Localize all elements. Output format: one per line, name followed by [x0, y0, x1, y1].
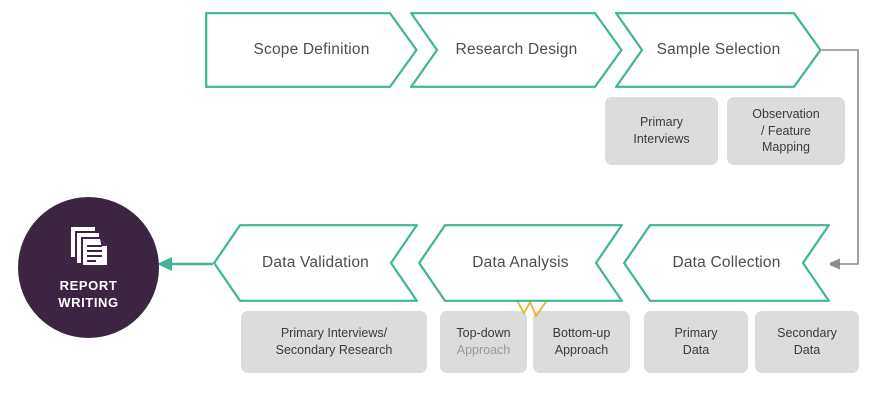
chevron-shape-left [623, 224, 830, 302]
attribute-line: Secondary [777, 326, 837, 341]
process-step-label: Sample Selection [656, 41, 781, 58]
attribute-line-dim: Approach [456, 343, 511, 357]
output-node-label-line2: WRITING [58, 295, 119, 310]
chevron-shape-right [410, 12, 623, 88]
attribute-line: Primary [674, 326, 718, 341]
stacked-documents-icon [70, 226, 107, 265]
attribute-line: Mapping [762, 140, 810, 155]
process-step-sample-selection[interactable]: Sample Selection [615, 12, 822, 88]
attribute-line: Bottom-up [552, 326, 611, 341]
attribute-box-bottom-up-approach[interactable]: Bottom-up Approach [533, 311, 630, 373]
process-step-label: Data Analysis [472, 254, 569, 271]
attribute-box-top-down-approach[interactable]: Top-down Approach [440, 311, 527, 373]
attribute-line: / Feature [760, 123, 812, 138]
attribute-box-primary-data[interactable]: Primary Data [644, 311, 748, 373]
chevron-shape-right [205, 12, 418, 88]
process-step-label: Scope Definition [253, 41, 370, 58]
process-step-label: Data Validation [262, 254, 369, 271]
attribute-line: Interviews [633, 132, 690, 146]
chevron-shape-left [213, 224, 418, 302]
process-step-label: Research Design [455, 41, 578, 58]
attribute-line: Top-down [456, 326, 511, 341]
attribute-line: Secondary Research [275, 343, 393, 357]
attribute-box-primary-interviews[interactable]: Primary Interviews [605, 97, 718, 165]
attribute-line: Approach [554, 343, 609, 357]
attribute-box-primary-secondary-research[interactable]: Primary Interviews/ Secondary Research [241, 311, 427, 373]
attribute-line: Primary [639, 115, 684, 130]
process-step-research-design[interactable]: Research Design [410, 12, 623, 88]
process-step-data-analysis[interactable]: Data Analysis [418, 224, 623, 302]
output-node-label-line1: REPORT [59, 277, 118, 293]
process-step-label: Data Collection [672, 254, 781, 271]
attribute-line: Data [682, 343, 710, 357]
chevron-shape-right [615, 12, 822, 88]
process-step-data-validation[interactable]: Data Validation [213, 224, 418, 302]
attribute-line: Primary Interviews/ [280, 326, 388, 341]
process-step-data-collection[interactable]: Data Collection [623, 224, 830, 302]
attribute-line: Data [793, 343, 821, 357]
attribute-line: Observation [752, 106, 820, 121]
output-node-report-writing[interactable]: REPORT WRITING [18, 197, 159, 338]
process-step-scope-definition[interactable]: Scope Definition [205, 12, 418, 88]
attribute-box-observation-feature-mapping[interactable]: Observation / Feature Mapping [727, 97, 845, 165]
attribute-box-secondary-data[interactable]: Secondary Data [755, 311, 859, 373]
chevron-shape-left [418, 224, 623, 302]
